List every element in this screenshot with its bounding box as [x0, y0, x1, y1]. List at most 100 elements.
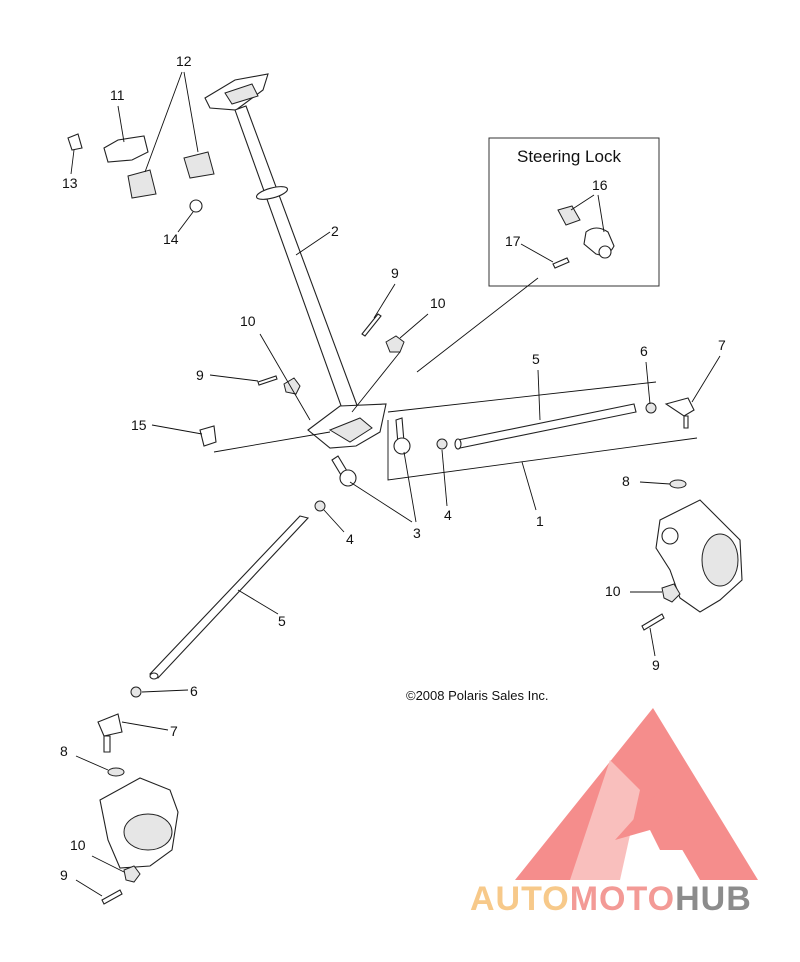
column-top-recess — [224, 83, 259, 105]
leader-5-right — [537, 369, 541, 421]
leader-3 — [349, 451, 417, 523]
pin-9-upper — [361, 313, 382, 337]
leader-9-upper — [373, 283, 396, 319]
assembly-bracket-line — [387, 420, 698, 481]
rod-end-7-left — [97, 713, 123, 737]
leader-6-left — [141, 689, 189, 693]
callout-6-right: 6 — [640, 343, 648, 359]
knuckle-right-arm — [661, 527, 679, 545]
watermark-moto: MOTO — [570, 880, 675, 918]
column-collar — [255, 186, 289, 200]
nut-10-left — [283, 377, 301, 395]
nut-14 — [189, 199, 203, 213]
callout-2: 2 — [331, 223, 339, 239]
leader-15 — [151, 424, 203, 435]
watermark-logo — [515, 708, 758, 880]
callout-10-left-lower: 10 — [70, 837, 86, 853]
leader-7-left — [121, 721, 169, 731]
tie-rod-end-cap — [454, 438, 462, 450]
leader-17 — [520, 243, 554, 263]
leader-16 — [570, 194, 605, 233]
lock-key-part — [557, 205, 581, 226]
inset-frame — [488, 137, 660, 287]
callout-6-left: 6 — [190, 683, 198, 699]
bolt-13 — [67, 133, 83, 151]
assembly-top-line — [387, 381, 657, 413]
steering-column: 2 — [204, 73, 387, 449]
bolt-15 — [199, 425, 217, 447]
jam-nut-4-left — [314, 500, 326, 512]
pin-9-right — [641, 613, 665, 631]
lock-screw-part — [552, 257, 570, 269]
callout-10-right: 10 — [605, 583, 621, 599]
callout-17: 17 — [505, 233, 521, 249]
left-tie-rod: 5 6 7 — [97, 515, 310, 753]
callout-8-left: 8 — [60, 743, 68, 759]
pin-9-left-lower — [101, 889, 123, 905]
callout-14: 14 — [163, 231, 179, 247]
washer-8-right — [669, 479, 687, 489]
column-bracket-face — [328, 417, 373, 443]
leader-10-upper-line — [351, 351, 401, 413]
callout-4-left: 4 — [346, 531, 354, 547]
leader-inset-to-column — [416, 277, 539, 373]
leader-11 — [117, 105, 125, 143]
callout-9-left-lower: 9 — [60, 867, 68, 883]
callout-10-left: 10 — [240, 313, 256, 329]
tie-rod-assembly: 5 6 7 1 4 — [387, 337, 726, 529]
column-shaft — [234, 105, 359, 415]
callout-9-upper: 9 — [391, 265, 399, 281]
left-fasteners: 9 10 15 — [131, 313, 331, 453]
center-rod-ends: 3 4 — [314, 451, 421, 547]
jam-nut-6-right — [645, 402, 657, 414]
left-knuckle: 8 10 9 — [60, 743, 179, 905]
callout-13: 13 — [62, 175, 78, 191]
watermark-text: AUTOMOTOHUB — [470, 880, 752, 918]
tie-rod-left-end — [149, 672, 159, 680]
leader-4-right — [441, 449, 448, 507]
rod-end-3-left-eye — [339, 469, 357, 487]
leader-1 — [521, 461, 537, 511]
leader-9-left-lower — [75, 879, 103, 897]
leader-12 — [144, 71, 199, 173]
upper-fasteners: 9 10 — [351, 265, 446, 413]
leader-7-right — [691, 355, 721, 403]
right-knuckle: 8 10 9 — [605, 473, 743, 673]
callout-9-right: 9 — [652, 657, 660, 673]
callout-5-left: 5 — [278, 613, 286, 629]
callout-5-right: 5 — [532, 351, 540, 367]
callout-4-right: 4 — [444, 507, 452, 523]
jam-nut-6-left — [130, 686, 142, 698]
knuckle-right-hub — [701, 533, 739, 587]
rod-end-7-left-stud — [103, 735, 111, 753]
bracket-11 — [103, 135, 149, 163]
tie-rod-5-right — [457, 403, 637, 449]
callout-9-left: 9 — [196, 367, 204, 383]
leader-9-left — [209, 374, 259, 382]
leader-10-upper — [399, 313, 429, 339]
rod-end-7-right — [664, 397, 695, 417]
leader-10-left-lower — [91, 855, 125, 873]
inset-title: Steering Lock — [517, 147, 621, 166]
leader-14 — [177, 211, 194, 233]
logo-inner-g — [615, 790, 700, 850]
clamp-group: 11 12 13 14 — [62, 53, 215, 247]
leader-4-left — [323, 509, 345, 533]
watermark-auto: AUTO — [470, 880, 570, 918]
watermark-hub: HUB — [675, 880, 752, 918]
callout-8-right: 8 — [622, 473, 630, 489]
callout-3: 3 — [413, 525, 421, 541]
leader-9-right — [649, 627, 656, 657]
jam-nut-4-right — [436, 438, 448, 450]
callout-10-upper: 10 — [430, 295, 446, 311]
leader-13 — [70, 149, 75, 175]
copyright-text: ©2008 Polaris Sales Inc. — [406, 688, 549, 703]
callout-1: 1 — [536, 513, 544, 529]
callout-12: 12 — [176, 53, 192, 69]
clamp-12b — [183, 151, 215, 179]
leader-10-left — [259, 333, 311, 421]
callout-11: 11 — [110, 87, 125, 103]
leader-6-right — [645, 361, 651, 405]
callout-7-right: 7 — [718, 337, 726, 353]
callout-15: 15 — [131, 417, 147, 433]
